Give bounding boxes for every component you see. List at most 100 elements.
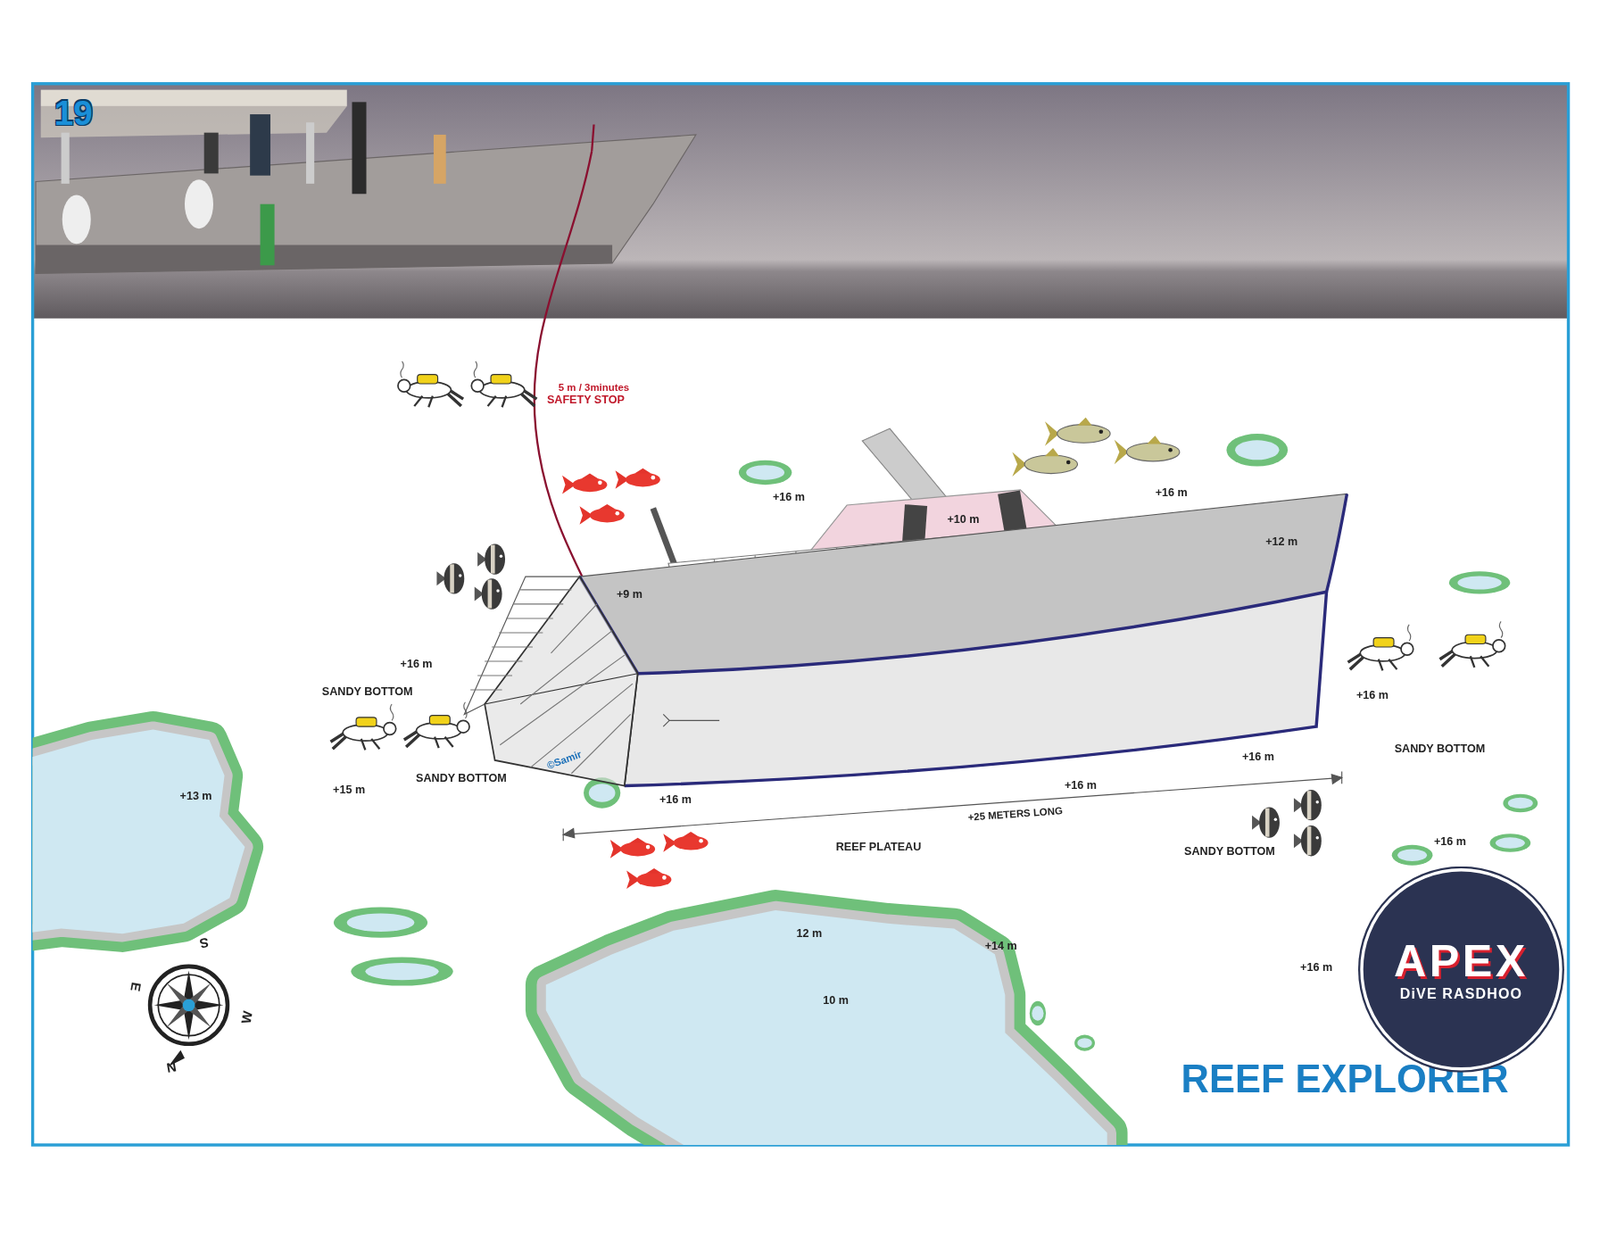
map-shape	[1074, 1034, 1095, 1051]
map-shape	[1011, 447, 1078, 477]
map-shape	[626, 868, 672, 889]
map-shape	[154, 969, 224, 1040]
map-shape	[1029, 1001, 1046, 1026]
map-shape	[165, 982, 211, 1028]
map-shape	[580, 504, 625, 525]
map-shape	[352, 101, 367, 194]
map-shape	[499, 604, 633, 774]
map-shape	[62, 194, 92, 244]
map-shape	[33, 729, 246, 935]
map-shape	[562, 473, 607, 495]
divers	[330, 361, 1505, 751]
map-label: +14 m	[985, 940, 1018, 953]
map-shape	[33, 83, 1569, 319]
map-label: +16 m	[1242, 751, 1275, 763]
logo-badge: APEXDiVE RASDHOO	[1359, 868, 1562, 1070]
map-shape	[436, 563, 465, 594]
map-label: SANDY BOTTOM	[322, 686, 414, 698]
map-label: +10 m	[946, 513, 979, 526]
map-shape	[477, 543, 506, 574]
map-shape	[1044, 417, 1111, 447]
map-shape	[471, 361, 537, 407]
map-shape	[1114, 435, 1180, 465]
map-shape	[1392, 845, 1434, 866]
compass-letter: S	[198, 935, 210, 950]
map-label: +16 m	[400, 658, 433, 671]
site-number: 19	[54, 94, 93, 130]
map-shape	[1331, 774, 1342, 784]
map-label: +16 m	[1064, 779, 1097, 792]
map-shape	[1226, 433, 1288, 467]
map-shape	[563, 770, 1342, 841]
map-label: +16 m	[1155, 487, 1188, 499]
map-label: REEF PLATEAU	[836, 841, 922, 854]
map-label: +16 m	[772, 491, 805, 504]
map-shape	[33, 729, 246, 935]
compass-rose	[149, 966, 228, 1067]
map-shape	[624, 591, 1327, 786]
map-shape	[330, 704, 396, 750]
map-shape	[1251, 807, 1280, 838]
wreck-drawing	[464, 428, 1347, 786]
map-shape	[1489, 833, 1531, 853]
descent-line	[534, 150, 593, 592]
map-shape	[35, 244, 613, 274]
map-shape	[397, 361, 464, 407]
map-shape	[663, 713, 720, 727]
map-shape	[546, 910, 1108, 1145]
map-label: +25 METERS LONG	[967, 805, 1063, 823]
map-shape	[464, 576, 580, 714]
map-shape	[580, 493, 1348, 673]
map-shape	[563, 777, 1342, 835]
map-label: SAFETY STOP	[547, 394, 625, 407]
compass-letter: W	[239, 1010, 255, 1025]
map-shape	[591, 124, 594, 152]
reef-outcrops	[33, 433, 1539, 1145]
map-label: +12 m	[1265, 536, 1298, 548]
map-shape	[470, 589, 633, 774]
map-shape	[306, 122, 315, 184]
logo-wordmark: APEX	[1393, 936, 1529, 987]
marine-life	[436, 417, 1321, 889]
map-shape	[433, 134, 447, 184]
map-shape	[1449, 571, 1511, 594]
map-shape	[484, 673, 639, 705]
map-shape	[184, 179, 214, 229]
map-shape	[862, 428, 949, 507]
map-label: 12 m	[795, 928, 822, 940]
map-shape	[182, 998, 196, 1012]
map-shape	[663, 831, 708, 853]
map-label: +9 m	[616, 588, 643, 600]
map-shape	[33, 729, 246, 935]
map-shape	[260, 204, 275, 266]
map-shape	[738, 460, 792, 485]
map-shape	[350, 957, 453, 987]
map-shape	[333, 907, 428, 938]
map-shape	[249, 114, 271, 176]
map-shape	[1293, 789, 1322, 821]
map-shape	[546, 910, 1108, 1145]
map-shape	[1439, 621, 1505, 667]
map-label: SANDY BOTTOM	[1394, 743, 1486, 755]
map-label: +16 m	[1300, 961, 1333, 974]
map-shape	[484, 576, 639, 786]
map-shape	[610, 837, 655, 859]
map-shape	[1502, 794, 1538, 813]
map-label: 10 m	[822, 994, 849, 1006]
compass-letter: E	[128, 981, 143, 993]
compass-letter: N	[165, 1060, 178, 1076]
map-label: +13 m	[180, 790, 213, 803]
map-shape	[1348, 624, 1414, 671]
map-shape	[653, 507, 676, 567]
map-label: SANDY BOTTOM	[1184, 845, 1276, 857]
map-label: +15 m	[332, 784, 365, 796]
map-shape	[615, 468, 661, 490]
map-label: SANDY BOTTOM	[415, 772, 507, 785]
map-label: +16 m	[1356, 688, 1389, 701]
map-shape	[563, 829, 575, 838]
map-shape	[624, 591, 1327, 786]
map-label: +16 m	[659, 794, 692, 806]
map-label: 5 m / 3minutes	[558, 382, 630, 393]
